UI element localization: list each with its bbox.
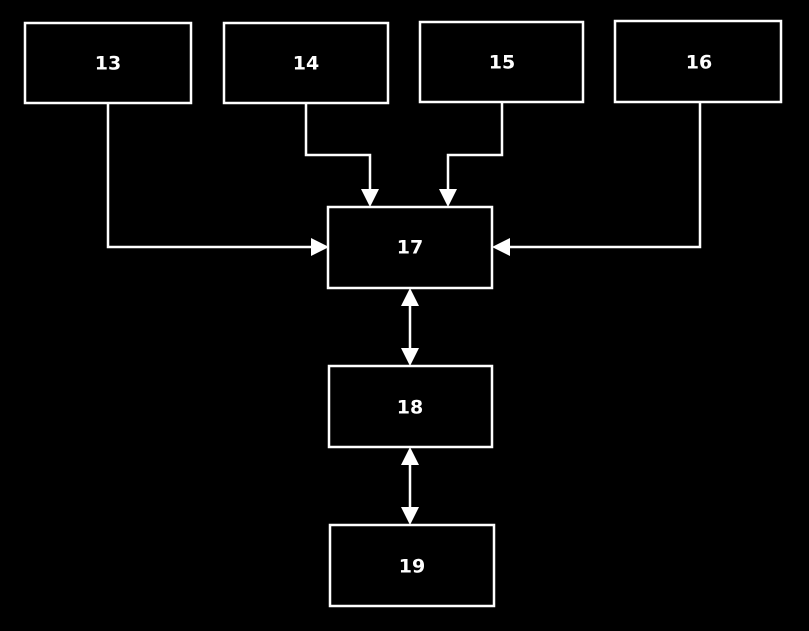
edges bbox=[106, 103, 702, 525]
arrowhead-into-17-left bbox=[311, 238, 329, 256]
arrowhead-into-17-top-left bbox=[361, 189, 379, 207]
node-19-label: 19 bbox=[399, 556, 425, 578]
node-15: 15 bbox=[418, 20, 585, 104]
node-13: 13 bbox=[23, 21, 193, 105]
edge-16-to-17 bbox=[492, 103, 702, 256]
edge-17-to-18 bbox=[401, 288, 419, 366]
arrowhead-down-into-18 bbox=[401, 348, 419, 366]
node-13-label: 13 bbox=[95, 53, 121, 75]
node-14: 14 bbox=[222, 21, 390, 105]
node-16-label: 16 bbox=[686, 52, 712, 74]
edge-15-to-17 bbox=[439, 103, 504, 207]
node-18: 18 bbox=[327, 364, 494, 449]
node-15-label: 15 bbox=[489, 52, 515, 74]
node-16: 16 bbox=[613, 19, 783, 104]
edge-14-to-17 bbox=[304, 103, 379, 207]
arrowhead-up-into-17 bbox=[401, 288, 419, 306]
node-17: 17 bbox=[326, 205, 494, 290]
edge-13-to-17 bbox=[106, 103, 329, 256]
edge-18-to-19 bbox=[401, 447, 419, 525]
node-14-label: 14 bbox=[293, 53, 319, 75]
arrowhead-up-into-18 bbox=[401, 447, 419, 465]
arrowhead-into-17-top-right bbox=[439, 189, 457, 207]
node-18-label: 18 bbox=[397, 397, 423, 419]
nodes: 13 14 15 16 17 18 19 bbox=[23, 19, 783, 608]
arrowhead-down-into-19 bbox=[401, 507, 419, 525]
node-19: 19 bbox=[328, 523, 496, 608]
arrowhead-into-17-right bbox=[492, 238, 510, 256]
node-17-label: 17 bbox=[397, 237, 423, 259]
